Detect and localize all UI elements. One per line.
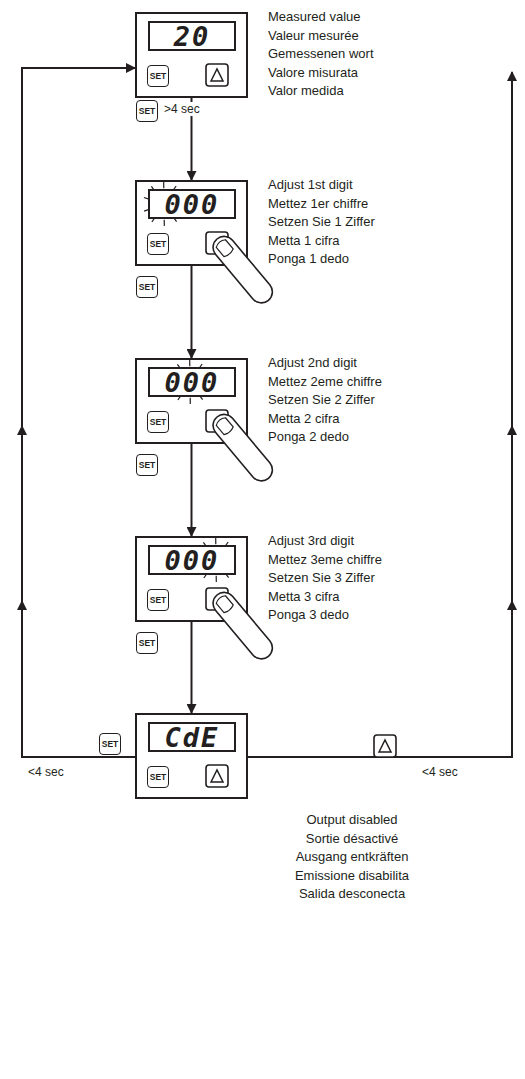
device-panel: 000SETAdjust 2nd digitMettez 2eme chiffr… <box>135 358 248 444</box>
flow-arrow <box>191 266 193 358</box>
caption-line: Gemessenen wort <box>268 45 374 64</box>
edge-label: <4 sec <box>26 765 66 779</box>
flow-arrow <box>191 444 193 536</box>
device-panel: CdESETOutput disabledSortie désactivéAus… <box>135 713 248 799</box>
caption-block: Adjust 3rd digitMettez 3eme chiffreSetze… <box>268 532 382 625</box>
set-key-text: SET <box>139 283 156 292</box>
caption-line: Adjust 3rd digit <box>268 532 382 551</box>
flow-arrow <box>191 622 193 713</box>
flow-arrow <box>22 68 135 757</box>
caption-line: Adjust 1st digit <box>268 176 375 195</box>
display-window: 000 <box>148 189 236 219</box>
set-key-text: SET <box>150 773 167 782</box>
display-window: 000 <box>148 367 236 397</box>
caption-line: Output disabled <box>237 811 467 830</box>
set-key-text: SET <box>102 740 119 749</box>
caption-line: Valore misurata <box>268 64 374 83</box>
caption-line: Ponga 3 dedo <box>268 606 382 625</box>
set-key-text: SET <box>139 461 156 470</box>
set-key: SET <box>136 454 158 476</box>
direction-arrowhead <box>507 425 517 435</box>
caption-line: Adjust 2nd digit <box>268 354 382 373</box>
display-value: CdE <box>165 724 220 751</box>
set-key-text: SET <box>139 639 156 648</box>
caption-block: Adjust 2nd digitMettez 2eme chiffreSetze… <box>268 354 382 447</box>
display-window: 20 <box>148 21 236 51</box>
set-key: SET <box>147 411 169 433</box>
display-value: 000 <box>165 547 220 574</box>
display-window: 000 <box>148 545 236 575</box>
caption-block: Output disabledSortie désactivéAusgang e… <box>237 811 467 904</box>
device-panel: 000SETAdjust 3rd digitMettez 3eme chiffr… <box>135 536 248 622</box>
direction-arrowhead <box>17 425 27 435</box>
set-key: SET <box>147 65 169 87</box>
caption-line: Measured value <box>268 8 374 27</box>
set-key-text: SET <box>150 72 167 81</box>
caption-line: Metta 1 cifra <box>268 232 375 251</box>
caption-line: Setzen Sie 2 Ziffer <box>268 391 382 410</box>
edge-label: >4 sec <box>162 102 202 116</box>
set-key: SET <box>136 100 158 122</box>
set-key: SET <box>136 632 158 654</box>
flow-arrow <box>248 72 512 757</box>
caption-block: Measured valueValeur mesuréeGemessenen w… <box>268 8 374 101</box>
caption-line: Salida desconecta <box>237 885 467 904</box>
up-key-symbol <box>374 735 396 757</box>
caption-line: Metta 2 cifra <box>268 410 382 429</box>
caption-line: Mettez 2eme chiffre <box>268 373 382 392</box>
display-value: 000 <box>165 191 220 218</box>
set-key-text: SET <box>150 418 167 427</box>
caption-line: Valor medida <box>268 82 374 101</box>
set-key-text: SET <box>150 240 167 249</box>
caption-line: Ponga 1 dedo <box>268 250 375 269</box>
display-value: 20 <box>174 23 211 50</box>
device-panel: 20SETMeasured valueValeur mesuréeGemesse… <box>135 12 248 98</box>
caption-line: Mettez 1er chiffre <box>268 195 375 214</box>
set-key-text: SET <box>150 596 167 605</box>
direction-arrowhead <box>507 600 517 610</box>
set-key-text: SET <box>139 107 156 116</box>
caption-line: Metta 3 cifra <box>268 588 382 607</box>
display-window: CdE <box>148 722 236 752</box>
device-panel: 000SETAdjust 1st digitMettez 1er chiffre… <box>135 180 248 266</box>
caption-line: Emissione disabilita <box>237 867 467 886</box>
caption-line: Sortie désactivé <box>237 830 467 849</box>
set-key: SET <box>99 733 121 755</box>
caption-line: Ponga 2 dedo <box>268 428 382 447</box>
caption-line: Valeur mesurée <box>268 27 374 46</box>
caption-block: Adjust 1st digitMettez 1er chiffreSetzen… <box>268 176 375 269</box>
direction-arrowhead <box>17 600 27 610</box>
set-key: SET <box>147 766 169 788</box>
caption-line: Setzen Sie 1 Ziffer <box>268 213 375 232</box>
display-value: 000 <box>165 369 220 396</box>
set-key: SET <box>136 276 158 298</box>
caption-line: Mettez 3eme chiffre <box>268 551 382 570</box>
edge-label: <4 sec <box>420 765 460 779</box>
caption-line: Setzen Sie 3 Ziffer <box>268 569 382 588</box>
set-key: SET <box>147 233 169 255</box>
caption-line: Ausgang entkräften <box>237 848 467 867</box>
set-key: SET <box>147 589 169 611</box>
